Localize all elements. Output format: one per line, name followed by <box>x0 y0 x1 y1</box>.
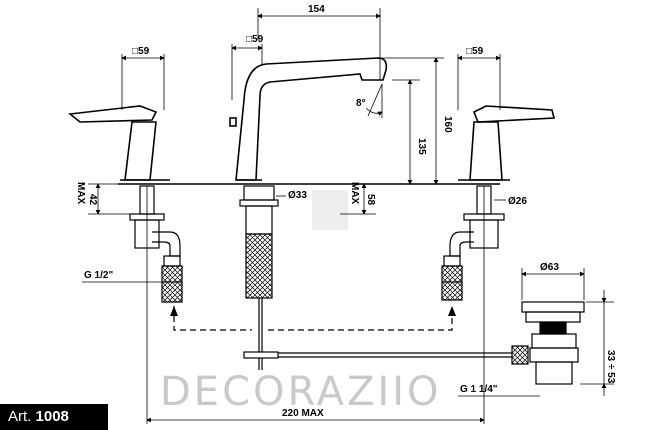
spout-angle-label: 8° <box>356 98 366 109</box>
inlet-thread-label: G 1/2" <box>84 270 113 281</box>
spout <box>229 57 388 181</box>
dim-drain-height <box>580 290 614 396</box>
left-handle-label: □59 <box>132 46 150 57</box>
watermark: DECORAZIIO <box>160 190 442 415</box>
dim-overall-spread <box>146 186 485 424</box>
handle-hole-label: Ø26 <box>508 196 527 207</box>
dim-deck-thickness <box>88 183 130 215</box>
article-number: 1008 <box>35 408 69 425</box>
max-label-center: MAX <box>349 182 360 205</box>
article-prefix: Art. <box>8 408 32 425</box>
drain <box>521 301 585 385</box>
dim-spout-angle <box>365 83 383 118</box>
watermark-logo-block <box>312 190 348 230</box>
overall-height-label: 160 <box>442 116 453 133</box>
dim-heights <box>382 57 444 185</box>
dim-spout-max <box>340 183 376 215</box>
spout-reach-label: 154 <box>308 4 325 15</box>
article-badge: Art. 1008 <box>0 404 108 430</box>
spout-base-label: □59 <box>246 34 264 45</box>
hose-routing <box>170 306 456 331</box>
left-shank <box>129 185 183 303</box>
drain-height-label: 33 ÷ 53 <box>605 350 616 384</box>
right-handle <box>458 105 556 181</box>
left-handle <box>67 105 170 181</box>
dim-right-handle <box>457 54 501 110</box>
popup-rod <box>243 345 529 365</box>
dim-spout-base <box>231 44 263 100</box>
right-shank <box>441 185 505 301</box>
dim-left-handle <box>121 54 165 110</box>
dim-spout-reach <box>257 8 381 80</box>
spout-shank <box>239 185 279 370</box>
watermark-text: DECORAZIIO <box>160 369 442 415</box>
max-label-left: MAX <box>75 182 86 205</box>
spout-height-label: 135 <box>416 138 427 155</box>
spout-max-label: 58 <box>365 194 376 206</box>
dim-drain-diameter <box>521 268 585 300</box>
overall-spread-label: 220 MAX <box>282 408 324 419</box>
drain-diameter-label: Ø63 <box>540 262 559 273</box>
deck-thickness-label: 42 <box>87 194 98 206</box>
drain-thread-label: G 1 1/4" <box>460 384 498 395</box>
spout-hole-label: Ø33 <box>288 190 307 201</box>
right-handle-label: □59 <box>466 46 484 57</box>
